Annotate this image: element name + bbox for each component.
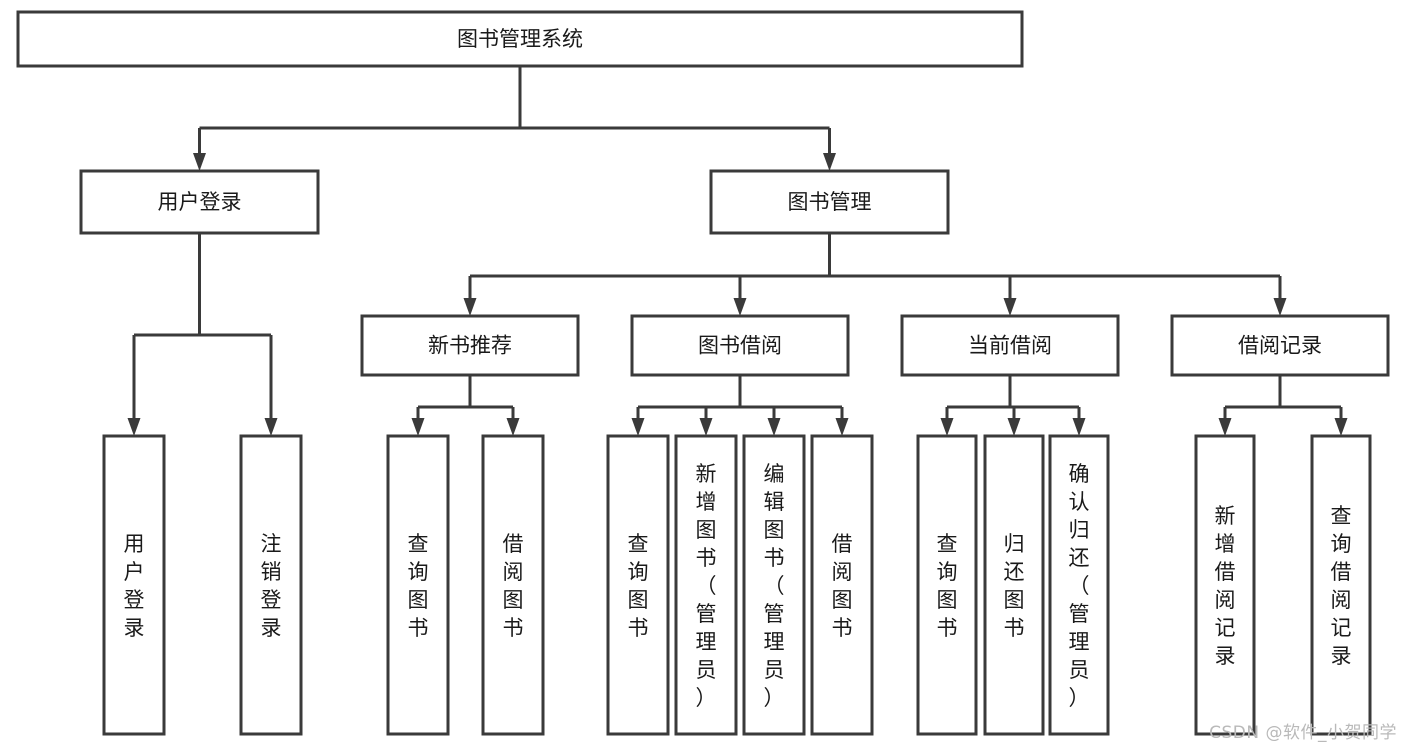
node-borrow-record[interactable]: 借阅记录 <box>1170 314 1390 377</box>
node-leaf-add-book[interactable]: 新增图书（管理员） <box>674 434 738 736</box>
node-leaf-confirm-return[interactable]: 确认归还（管理员） <box>1048 434 1110 736</box>
node-label: 借阅图书 <box>503 532 524 640</box>
node-leaf-edit-book[interactable]: 编辑图书（管理员） <box>742 434 806 736</box>
node-leaf-query-book-3[interactable]: 查询图书 <box>916 434 978 736</box>
node-layer: 图书管理系统用户登录图书管理新书推荐图书借阅当前借阅借阅记录用户登录注销登录查询… <box>16 10 1390 736</box>
node-current-borrow[interactable]: 当前借阅 <box>900 314 1120 377</box>
node-leaf-borrow-book-1[interactable]: 借阅图书 <box>481 434 545 736</box>
node-leaf-add-record[interactable]: 新增借阅记录 <box>1194 434 1256 736</box>
connector-new-book-rec <box>411 375 520 436</box>
node-leaf-query-book-2[interactable]: 查询图书 <box>606 434 670 736</box>
node-label: 图书管理 <box>788 190 872 214</box>
connector-current-borrow <box>940 375 1086 436</box>
node-book-borrow[interactable]: 图书借阅 <box>630 314 850 377</box>
node-label: 归还图书 <box>1004 532 1025 640</box>
node-label: 新增借阅记录 <box>1215 504 1236 668</box>
node-label: 查询图书 <box>628 532 649 640</box>
node-leaf-query-book-1[interactable]: 查询图书 <box>386 434 450 736</box>
node-label: 确认归还（管理员） <box>1069 462 1090 710</box>
node-user-login[interactable]: 用户登录 <box>79 169 320 235</box>
node-leaf-borrow-book-2[interactable]: 借阅图书 <box>810 434 874 736</box>
connector-book-borrow <box>631 375 849 436</box>
node-leaf-logout[interactable]: 注销登录 <box>239 434 303 736</box>
node-label: 用户登录 <box>124 532 145 640</box>
node-root[interactable]: 图书管理系统 <box>16 10 1024 68</box>
node-label: 查询借阅记录 <box>1331 504 1352 668</box>
node-label: 新书推荐 <box>428 334 512 358</box>
node-label: 查询图书 <box>937 532 958 640</box>
connector-root <box>193 66 836 171</box>
connector-layer <box>127 66 1348 436</box>
node-new-book-rec[interactable]: 新书推荐 <box>360 314 580 377</box>
node-leaf-user-login[interactable]: 用户登录 <box>102 434 166 736</box>
node-label: 借阅记录 <box>1238 334 1322 358</box>
node-label: 图书借阅 <box>698 334 782 358</box>
node-label: 查询图书 <box>408 532 429 640</box>
node-label: 用户登录 <box>158 190 242 214</box>
node-label: 当前借阅 <box>968 334 1052 358</box>
node-leaf-query-record[interactable]: 查询借阅记录 <box>1310 434 1372 736</box>
node-label: 新增图书（管理员） <box>696 462 717 710</box>
node-label: 借阅图书 <box>832 532 853 640</box>
node-label: 注销登录 <box>261 532 282 640</box>
node-book-manage[interactable]: 图书管理 <box>709 169 950 235</box>
node-label: 图书管理系统 <box>457 27 583 51</box>
node-label: 编辑图书（管理员） <box>764 462 785 710</box>
node-leaf-return-book[interactable]: 归还图书 <box>983 434 1045 736</box>
connector-book-manage <box>463 233 1287 316</box>
connector-borrow-record <box>1218 375 1348 436</box>
connector-user-login <box>127 233 278 436</box>
